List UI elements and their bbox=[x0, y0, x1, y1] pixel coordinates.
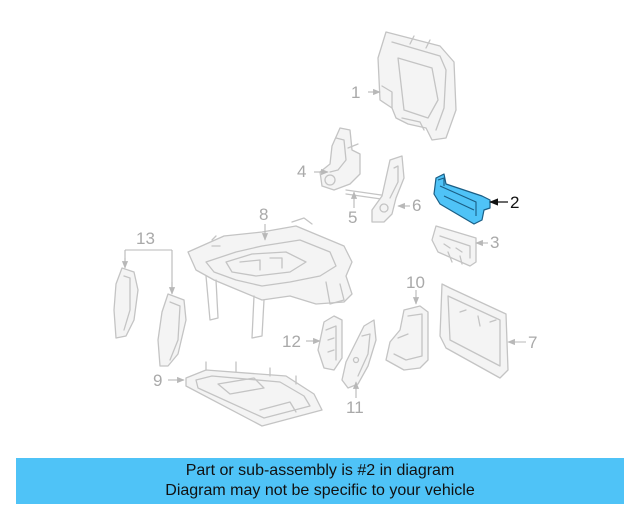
part-13-side-covers bbox=[113, 267, 187, 367]
part-4-recliner bbox=[319, 127, 361, 191]
callout-11: 11 bbox=[346, 398, 364, 417]
callout-5: 5 bbox=[348, 208, 357, 227]
callout-9: 9 bbox=[153, 371, 162, 390]
info-banner: Part or sub-assembly is #2 in diagram Di… bbox=[16, 458, 624, 504]
callout-13: 13 bbox=[136, 229, 155, 248]
parts-diagram: 1 4 5 6 2 3 bbox=[113, 31, 537, 427]
callout-4: 4 bbox=[297, 162, 306, 181]
callout-6: 6 bbox=[412, 196, 421, 215]
part-9-bottom-tray bbox=[185, 361, 323, 427]
callout-10: 10 bbox=[406, 273, 425, 292]
callout-2: 2 bbox=[510, 193, 519, 212]
banner-line-2: Diagram may not be specific to your vehi… bbox=[165, 482, 475, 499]
banner-line-1: Part or sub-assembly is #2 in diagram bbox=[185, 462, 455, 479]
callout-12: 12 bbox=[282, 332, 301, 351]
part-2-highlighted-bracket bbox=[433, 173, 491, 225]
part-10-cover bbox=[385, 305, 429, 371]
callout-7: 7 bbox=[528, 333, 537, 352]
part-1-seat-back-frame bbox=[377, 31, 457, 141]
part-3-bracket bbox=[431, 225, 477, 267]
part-11-side-trim bbox=[341, 319, 377, 389]
part-6-recliner-right bbox=[371, 155, 405, 223]
part-8-seat-cushion-frame bbox=[187, 217, 353, 339]
part-7-rear-panel bbox=[439, 283, 509, 379]
callout-1: 1 bbox=[351, 83, 360, 102]
callout-8: 8 bbox=[259, 205, 268, 224]
callout-3: 3 bbox=[490, 233, 499, 252]
part-12-side-bracket bbox=[317, 315, 343, 371]
